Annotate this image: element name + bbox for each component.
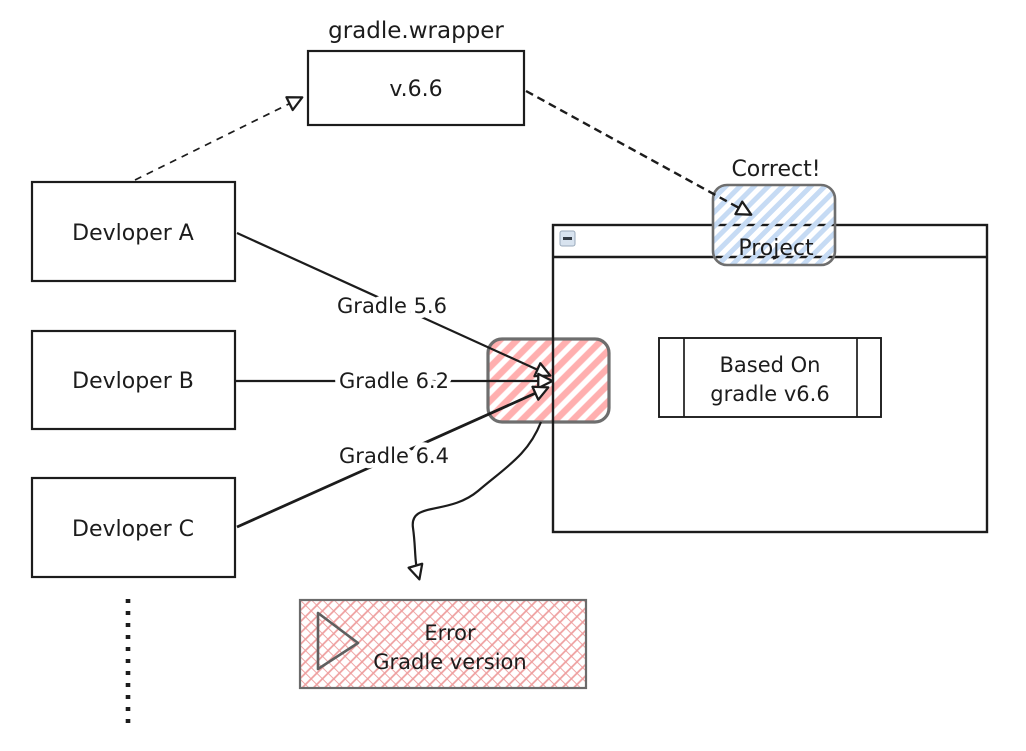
project-tab: Project — [711, 183, 837, 267]
edge-label-gradle62: Gradle 6.2 — [339, 369, 449, 393]
edge-deva-to-wrapper — [134, 96, 304, 181]
developer-b-box: Devloper B — [30, 329, 237, 431]
error-line2: Gradle version — [373, 650, 526, 674]
edge-conflict-to-error — [407, 421, 543, 581]
developer-c-box: Devloper C — [30, 476, 237, 579]
based-on-line2: gradle v6.6 — [710, 382, 829, 406]
window-minimize-icon — [559, 230, 576, 247]
edge-label-gradle56: Gradle 5.6 — [337, 294, 447, 318]
edge-deva-gradle56 — [236, 231, 552, 378]
gradle-wrapper-version: v.6.6 — [389, 77, 442, 102]
based-on-box: Based On gradle v6.6 — [658, 337, 882, 418]
project-window: Based On gradle v6.6 — [551, 223, 989, 534]
edge-devc-gradle64 — [236, 385, 550, 529]
gradle-wrapper-title: gradle.wrapper — [328, 18, 504, 44]
based-on-line1: Based On — [720, 353, 821, 377]
developer-b-label: Devloper B — [72, 369, 194, 394]
developer-a-box: Devloper A — [30, 180, 237, 283]
developer-a-label: Devloper A — [72, 221, 194, 246]
gradle-wrapper-box: gradle.wrapper v.6.6 — [306, 18, 526, 127]
correct-annotation: Correct! — [731, 157, 820, 182]
play-triangle-icon — [316, 611, 360, 671]
project-tab-label: Project — [738, 236, 814, 261]
edge-label-gradle64: Gradle 6.4 — [339, 444, 449, 468]
error-line1: Error — [424, 621, 476, 645]
developer-c-label: Devloper C — [72, 517, 194, 542]
error-box: Error Gradle version — [298, 598, 588, 690]
edge-wrapper-to-project — [525, 89, 753, 216]
